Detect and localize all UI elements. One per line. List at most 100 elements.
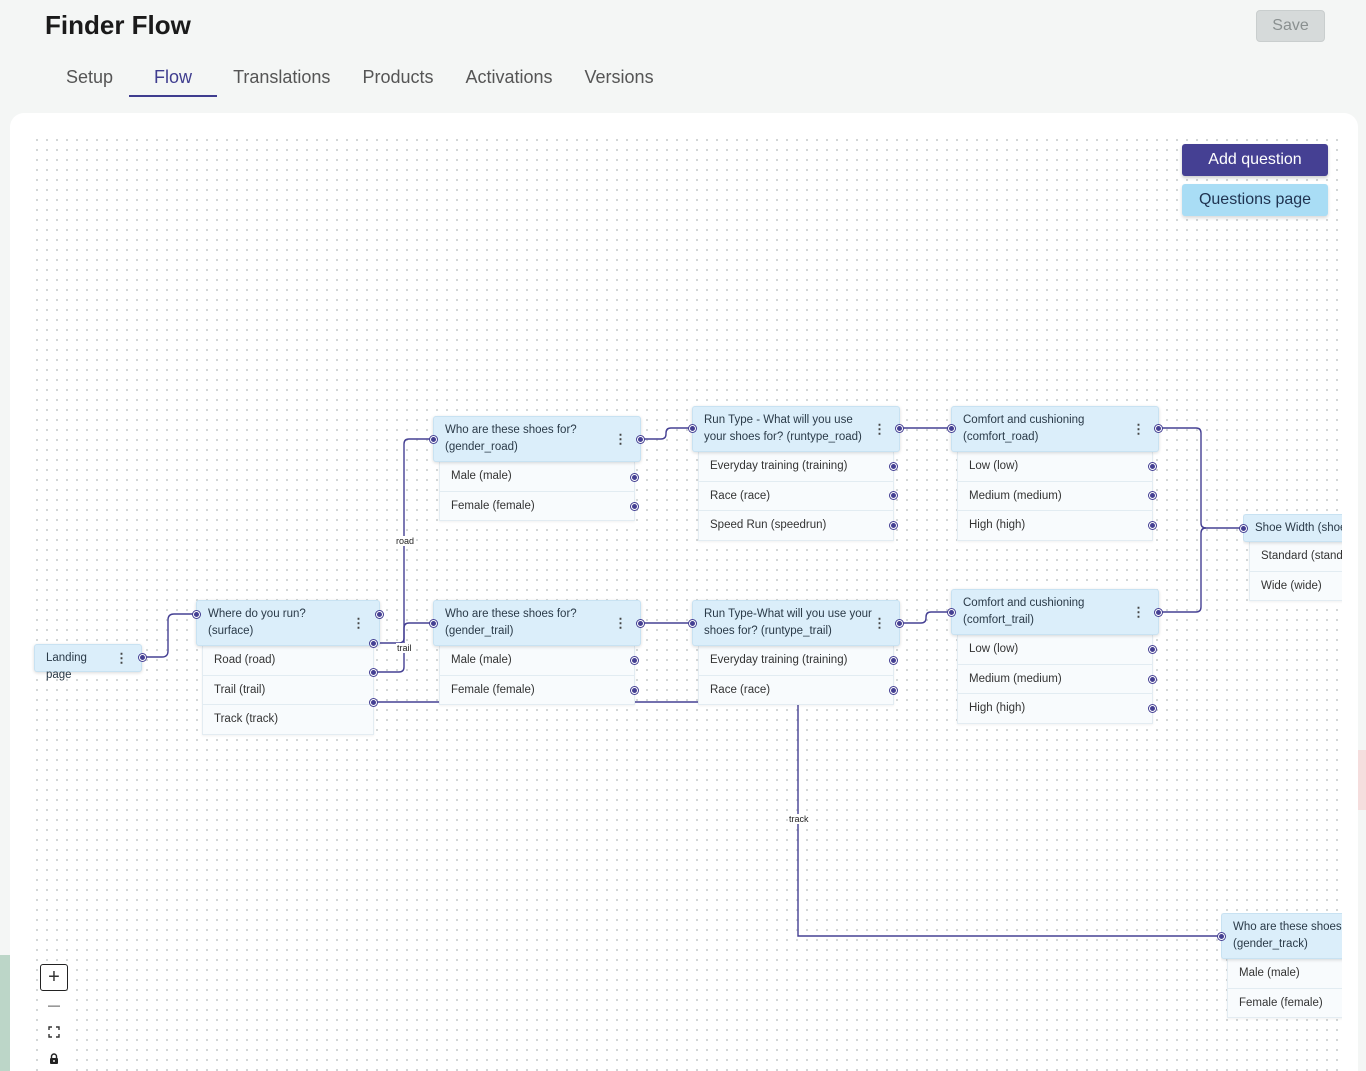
edge-label-trail: trail [396, 643, 413, 653]
node-output-handle[interactable] [139, 654, 146, 661]
node-gender-road[interactable]: Who are these shoes for? (gender_road) ⋮… [433, 416, 641, 521]
node-output-handle[interactable] [1155, 609, 1162, 616]
more-vertical-icon[interactable]: ⋮ [115, 650, 128, 666]
answer-handle[interactable] [1149, 492, 1156, 499]
node-gender-trail[interactable]: Who are these shoes for? (gender_trail) … [433, 600, 641, 705]
tab-products[interactable]: Products [362, 67, 434, 87]
add-question-button[interactable]: Add question [1182, 144, 1328, 176]
answer-option[interactable]: Low (low) [957, 452, 1153, 482]
save-button[interactable]: Save [1256, 10, 1325, 42]
node-shoe-width[interactable]: Shoe Width (shoe Standard (stand Wide (w… [1243, 514, 1342, 601]
answer-option[interactable]: Race (race) [698, 481, 894, 511]
answer-handle[interactable] [890, 687, 897, 694]
node-input-handle[interactable] [689, 620, 696, 627]
node-surface[interactable]: Where do you run? (surface) ⋮ Road (road… [196, 600, 380, 735]
node-output-handle[interactable] [637, 620, 644, 627]
node-runtype-road[interactable]: Run Type - What will you use your shoes … [692, 406, 900, 541]
more-vertical-icon[interactable]: ⋮ [614, 615, 627, 631]
answer-handle[interactable] [370, 669, 377, 676]
node-input-handle[interactable] [689, 425, 696, 432]
answer-option[interactable]: Wide (wide) [1249, 571, 1342, 601]
node-landing-page[interactable]: Landing page ⋮ [34, 644, 142, 681]
answer-option[interactable]: Male (male) [1227, 959, 1342, 989]
questions-page-button[interactable]: Questions page [1182, 184, 1328, 216]
fit-view-icon [48, 1025, 60, 1038]
node-title: Landing page [46, 652, 87, 681]
decorative-shape [0, 955, 10, 1071]
answer-option[interactable]: High (high) [957, 511, 1153, 541]
node-gender-track[interactable]: Who are these shoes (gender_track) Male … [1221, 913, 1342, 1018]
answer-option[interactable]: Female (female) [439, 675, 635, 705]
answer-option[interactable]: Male (male) [439, 462, 635, 492]
answer-handle[interactable] [890, 492, 897, 499]
answer-option[interactable]: Medium (medium) [957, 481, 1153, 511]
answer-option[interactable]: Everyday training (training) [698, 646, 894, 676]
node-output-handle[interactable] [1155, 425, 1162, 432]
node-output-handle[interactable] [896, 620, 903, 627]
node-title: Shoe Width (shoe [1255, 522, 1342, 534]
answer-option[interactable]: Race (race) [698, 675, 894, 705]
node-output-handle[interactable] [637, 436, 644, 443]
answer-handle[interactable] [370, 699, 377, 706]
answer-handle[interactable] [890, 463, 897, 470]
answer-option[interactable]: Track (track) [202, 705, 374, 735]
tab-versions[interactable]: Versions [584, 67, 654, 87]
answer-option[interactable]: Speed Run (speedrun) [698, 511, 894, 541]
answer-option[interactable]: High (high) [957, 694, 1153, 724]
answer-handle[interactable] [370, 640, 377, 647]
answer-option[interactable]: Road (road) [202, 646, 374, 676]
node-input-handle[interactable] [1218, 933, 1225, 940]
answer-option[interactable]: Female (female) [439, 491, 635, 521]
fit-view-button[interactable] [40, 1018, 68, 1045]
answer-handle[interactable] [631, 687, 638, 694]
node-clip: Who are these shoes (gender_track) Male … [1221, 913, 1342, 1033]
node-title: Comfort and cushioning (comfort_road) [963, 414, 1085, 443]
node-output-handle[interactable] [376, 611, 383, 618]
answer-option[interactable]: Low (low) [957, 635, 1153, 665]
zoom-in-button[interactable]: + [40, 964, 68, 991]
answer-handle[interactable] [1149, 676, 1156, 683]
answer-option[interactable]: Trail (trail) [202, 675, 374, 705]
tab-activations[interactable]: Activations [465, 67, 553, 87]
more-vertical-icon[interactable]: ⋮ [352, 615, 365, 631]
node-title: Comfort and cushioning (comfort_trail) [963, 597, 1085, 626]
answer-option[interactable]: Everyday training (training) [698, 452, 894, 482]
node-input-handle[interactable] [1240, 525, 1247, 532]
answer-handle[interactable] [890, 522, 897, 529]
tab-translations[interactable]: Translations [233, 67, 331, 87]
answer-handle[interactable] [631, 503, 638, 510]
node-input-handle[interactable] [193, 611, 200, 618]
tab-flow[interactable]: Flow [129, 60, 218, 97]
node-output-handle[interactable] [896, 425, 903, 432]
node-input-handle[interactable] [948, 609, 955, 616]
answer-option[interactable]: Standard (stand [1249, 542, 1342, 572]
answer-option[interactable]: Medium (medium) [957, 664, 1153, 694]
node-comfort-road[interactable]: Comfort and cushioning (comfort_road) ⋮ … [951, 406, 1159, 541]
node-comfort-trail[interactable]: Comfort and cushioning (comfort_trail) ⋮… [951, 589, 1159, 724]
more-vertical-icon[interactable]: ⋮ [1132, 604, 1145, 620]
answer-handle[interactable] [1149, 463, 1156, 470]
answer-handle[interactable] [1149, 705, 1156, 712]
node-title: Run Type - What will you use your shoes … [704, 414, 862, 443]
answer-handle[interactable] [1149, 646, 1156, 653]
more-vertical-icon[interactable]: ⋮ [873, 615, 886, 631]
answer-option[interactable]: Male (male) [439, 646, 635, 676]
answer-handle[interactable] [890, 657, 897, 664]
node-runtype-trail[interactable]: Run Type-What will you use your shoes fo… [692, 600, 900, 705]
lock-icon [50, 1052, 58, 1064]
node-input-handle[interactable] [430, 436, 437, 443]
more-vertical-icon[interactable]: ⋮ [1132, 421, 1145, 437]
node-input-handle[interactable] [430, 620, 437, 627]
more-vertical-icon[interactable]: ⋮ [873, 421, 886, 437]
edge-label-track: track [788, 814, 810, 824]
page-title: Finder Flow [45, 10, 191, 40]
answer-option[interactable]: Female (female) [1227, 988, 1342, 1018]
tab-setup[interactable]: Setup [66, 67, 114, 87]
answer-handle[interactable] [631, 474, 638, 481]
answer-handle[interactable] [1149, 522, 1156, 529]
lock-button[interactable] [40, 1045, 68, 1071]
more-vertical-icon[interactable]: ⋮ [614, 431, 627, 447]
zoom-out-button[interactable]: — [40, 991, 68, 1018]
answer-handle[interactable] [631, 657, 638, 664]
node-input-handle[interactable] [948, 425, 955, 432]
